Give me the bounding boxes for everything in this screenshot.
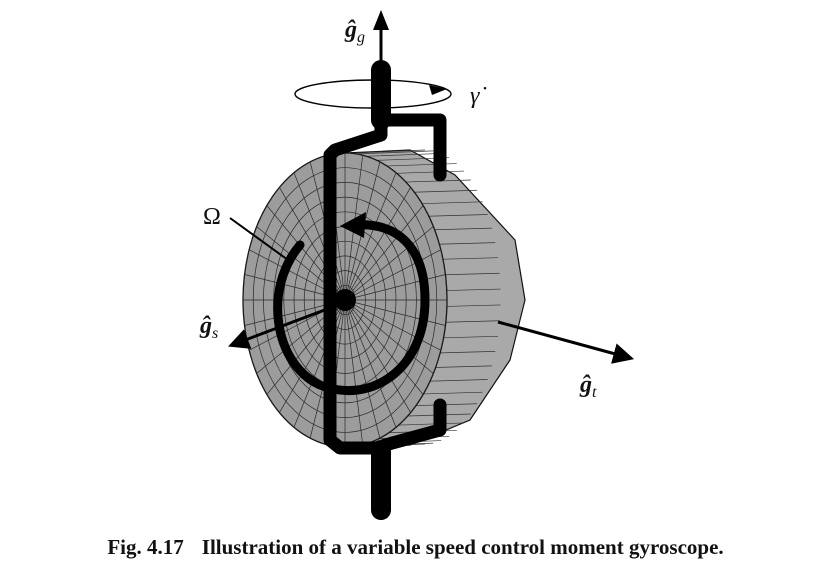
gimbal-axis-label: ĝg <box>344 17 365 46</box>
wheel-speed-leader <box>229 217 289 261</box>
spin-axis-label: ĝs <box>199 313 218 342</box>
figure-caption: Fig. 4.17 Illustration of a variable spee… <box>0 535 831 560</box>
transverse-axis-label: ĝt <box>579 372 597 401</box>
spin-axis-arrow <box>228 301 344 349</box>
wheel-hub <box>334 289 356 311</box>
wheel-speed-arrow <box>273 212 430 395</box>
transverse-axis-arrow <box>497 320 635 364</box>
figure-caption-text: Illustration of a variable speed control… <box>201 535 724 559</box>
gimbal-rate-arrow <box>294 79 452 109</box>
vscmg-illustration: ĝg γ̇ Ω ĝs ĝt <box>199 10 635 520</box>
lower-shaft <box>371 440 391 520</box>
wheel-speed-label: Ω <box>203 204 221 230</box>
gimbal-frame <box>323 113 447 455</box>
gimbal-rate-label: γ̇ <box>470 83 486 109</box>
figure-number: Fig. 4.17 <box>107 535 184 559</box>
upper-shaft <box>371 60 391 130</box>
